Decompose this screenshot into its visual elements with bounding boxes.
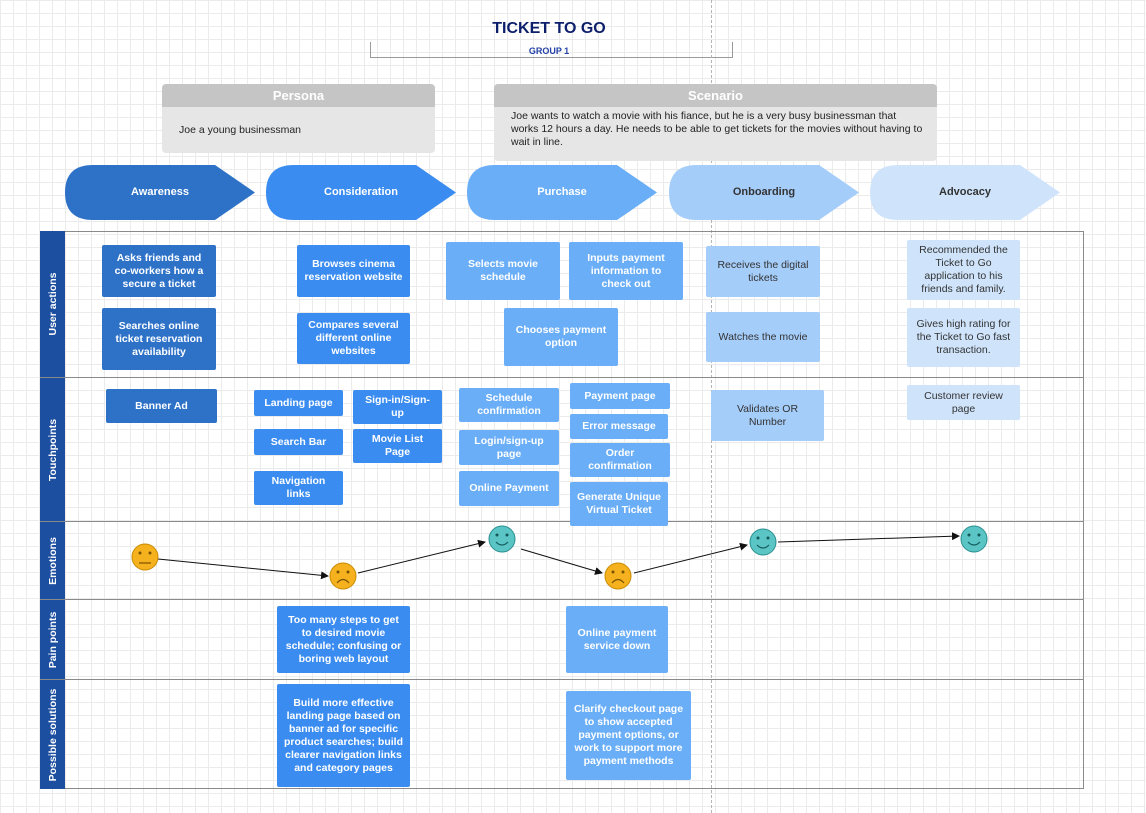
stage-label: Advocacy: [939, 186, 991, 198]
scenario-header: Scenario: [494, 84, 937, 107]
sad-face-icon: [604, 562, 632, 590]
emotion-arrow: [357, 539, 486, 574]
pain-point-box: Online payment service down: [566, 606, 668, 673]
lane-pain-points: Pain points: [40, 600, 65, 679]
action-box: Chooses payment option: [504, 308, 618, 366]
stage-arrow-shape: [266, 165, 456, 220]
touchpoint-box: Login/sign-up page: [459, 430, 559, 465]
scenario-text: Joe wants to watch a movie with his fian…: [494, 107, 937, 161]
touchpoint-box: Banner Ad: [106, 389, 217, 423]
persona-header: Persona: [162, 84, 435, 107]
touchpoint-box: Online Payment: [459, 471, 559, 506]
lane-emotions: Emotions: [40, 522, 65, 599]
touchpoint-box: Sign-in/Sign-up: [353, 390, 442, 424]
emotion-arrow: [777, 532, 960, 543]
touchpoint-box: Error message: [570, 414, 668, 439]
lane-touchpoints: Touchpoints: [40, 378, 65, 521]
page-title: TICKET TO GO: [492, 20, 606, 37]
touchpoint-box: Navigation links: [254, 471, 343, 505]
stage-onboarding: Onboarding: [669, 165, 859, 220]
lane-possible-solutions: Possible solutions: [40, 680, 65, 789]
action-box: Receives the digital tickets: [706, 246, 820, 297]
touchpoint-box: Landing page: [254, 390, 343, 416]
happy-face-icon: [960, 525, 988, 553]
action-box: Watches the movie: [706, 312, 820, 362]
stage-arrow-shape: [65, 165, 255, 220]
page-subtitle: GROUP 1: [528, 46, 570, 56]
solution-box: Clarify checkout page to show accepted p…: [566, 691, 691, 780]
touchpoint-box: Order confirmation: [570, 443, 670, 477]
lane-divider: [40, 377, 1084, 378]
stage-arrow-shape: [669, 165, 859, 220]
emotion-arrow: [633, 542, 748, 574]
lane-divider: [40, 521, 1084, 522]
solution-box: Build more effective landing page based …: [277, 684, 410, 787]
stage-awareness: Awareness: [65, 165, 255, 220]
stage-consideration: Consideration: [266, 165, 456, 220]
emotion-arrow: [520, 548, 603, 575]
sad-face-icon: [329, 562, 357, 590]
stage-arrow-shape: [467, 165, 657, 220]
action-box: Inputs payment information to check out: [569, 242, 683, 300]
lane-divider: [40, 599, 1084, 600]
stage-advocacy: Advocacy: [870, 165, 1060, 220]
lane-divider: [40, 679, 1084, 680]
happy-face-icon: [749, 528, 777, 556]
stage-label: Consideration: [324, 186, 398, 198]
action-box: Compares several different online websit…: [297, 313, 410, 364]
action-box: Searches online ticket reservation avail…: [102, 308, 216, 370]
stage-label: Onboarding: [732, 186, 796, 198]
emotion-arrow: [157, 558, 329, 580]
lane-user-actions: User actions: [40, 231, 65, 377]
happy-face-icon: [488, 525, 516, 553]
stage-arrow-shape: [870, 165, 1060, 220]
pain-point-box: Too many steps to get to desired movie s…: [277, 606, 410, 673]
action-box: Browses cinema reservation website: [297, 245, 410, 297]
touchpoint-box: Movie List Page: [353, 429, 442, 463]
touchpoint-box: Schedule confirmation: [459, 388, 559, 422]
persona-text: Joe a young businessman: [162, 107, 435, 153]
touchpoint-box: Search Bar: [254, 429, 343, 455]
neutral-face-icon: [131, 543, 159, 571]
touchpoint-box: Validates OR Number: [711, 390, 824, 441]
touchpoint-box: Generate Unique Virtual Ticket: [570, 482, 668, 526]
title-bracket: [370, 42, 733, 58]
action-box: Gives high rating for the Ticket to Go f…: [907, 308, 1020, 367]
touchpoint-box: Payment page: [570, 383, 670, 409]
stage-label: Purchase: [537, 186, 587, 198]
action-box: Recommended the Ticket to Go application…: [907, 240, 1020, 300]
action-box: Selects movie schedule: [446, 242, 560, 300]
action-box: Asks friends and co-workers how a secure…: [102, 245, 216, 297]
touchpoint-box: Customer review page: [907, 385, 1020, 420]
stage-label: Awareness: [131, 186, 189, 198]
stage-purchase: Purchase: [467, 165, 657, 220]
